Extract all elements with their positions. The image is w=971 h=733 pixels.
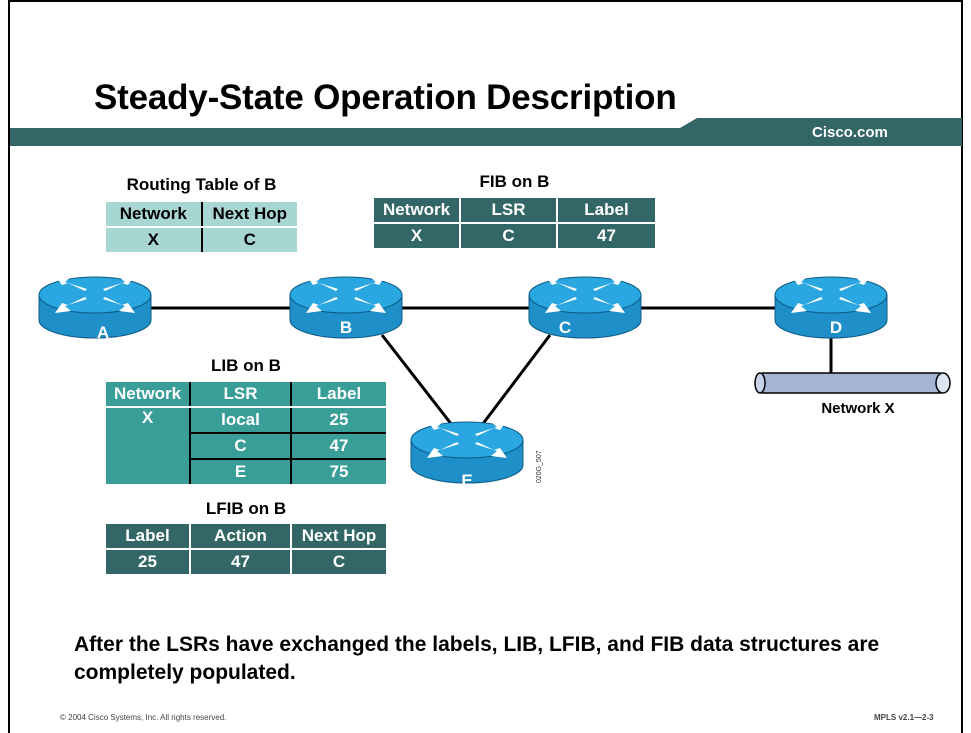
title-bar: [10, 118, 962, 146]
fib-table: Network LSR Label X C 47: [374, 198, 655, 248]
copyright: © 2004 Cisco Systems, Inc. All rights re…: [60, 713, 227, 722]
router-c[interactable]: C: [528, 275, 642, 339]
table-cell: 25: [106, 549, 190, 574]
table-header: Label: [556, 198, 655, 224]
table-header: Action: [189, 524, 291, 550]
brand-link[interactable]: Cisco.com: [812, 124, 888, 141]
table-cell: C: [290, 549, 386, 574]
table-cell: 25: [291, 407, 386, 434]
router-a[interactable]: A: [38, 275, 152, 342]
links: [150, 306, 833, 426]
frame-top: [8, 0, 963, 2]
frame-left: [8, 0, 10, 733]
router-c-label: C: [559, 318, 571, 337]
table-cell: 47: [189, 549, 291, 574]
table-header: Label: [291, 382, 386, 408]
routing-table-title: Routing Table of B: [126, 175, 277, 194]
link-c-e: [480, 334, 552, 426]
table-cell: X: [106, 407, 191, 484]
figure-code: 020G_507: [536, 450, 543, 483]
router-d[interactable]: D: [774, 275, 888, 339]
lib-table: Network LSR Label X local 25 C 47 E 75: [106, 382, 386, 484]
table-cell: 75: [291, 459, 386, 484]
table-header: Next Hop: [290, 524, 386, 550]
link-b-e: [380, 334, 454, 426]
table-header: LSR: [459, 198, 557, 224]
table-header: Network: [374, 198, 460, 224]
router-b-label: B: [340, 318, 352, 337]
router-e[interactable]: E: [410, 420, 524, 490]
fib-title: FIB on B: [479, 172, 550, 191]
router-a-label: A: [97, 323, 109, 342]
table-cell: X: [106, 227, 202, 252]
lfib-table: Label Action Next Hop 25 47 C: [106, 524, 386, 574]
table-cell: C: [459, 223, 557, 248]
table-cell: X: [374, 223, 460, 248]
router-d-label: D: [830, 318, 842, 337]
table-header: Network: [106, 382, 191, 408]
table-cell: E: [190, 459, 292, 484]
table-header: Next Hop: [200, 202, 297, 228]
network-x-label: Network X: [821, 400, 894, 417]
table-cell: 47: [556, 223, 655, 248]
network-segment-icon: [754, 372, 951, 394]
table-cell: C: [200, 227, 297, 252]
table-cell: C: [190, 433, 292, 460]
router-e-label: E: [461, 471, 472, 490]
routing-table: Network Next Hop X C: [106, 202, 297, 252]
table-header: Label: [106, 524, 190, 550]
router-b[interactable]: B: [289, 275, 403, 339]
description-text: After the LSRs have exchanged the labels…: [74, 633, 880, 684]
table-cell: local: [190, 407, 292, 434]
table-cell: 47: [291, 433, 386, 460]
lib-title: LIB on B: [211, 356, 281, 375]
table-header: LSR: [190, 382, 292, 408]
lfib-title: LFIB on B: [205, 499, 287, 518]
frame-right: [961, 0, 963, 733]
table-header: Network: [106, 202, 202, 228]
page-title: Steady-State Operation Description: [94, 78, 677, 117]
course-code: MPLS v2.1—2-3: [874, 713, 934, 722]
